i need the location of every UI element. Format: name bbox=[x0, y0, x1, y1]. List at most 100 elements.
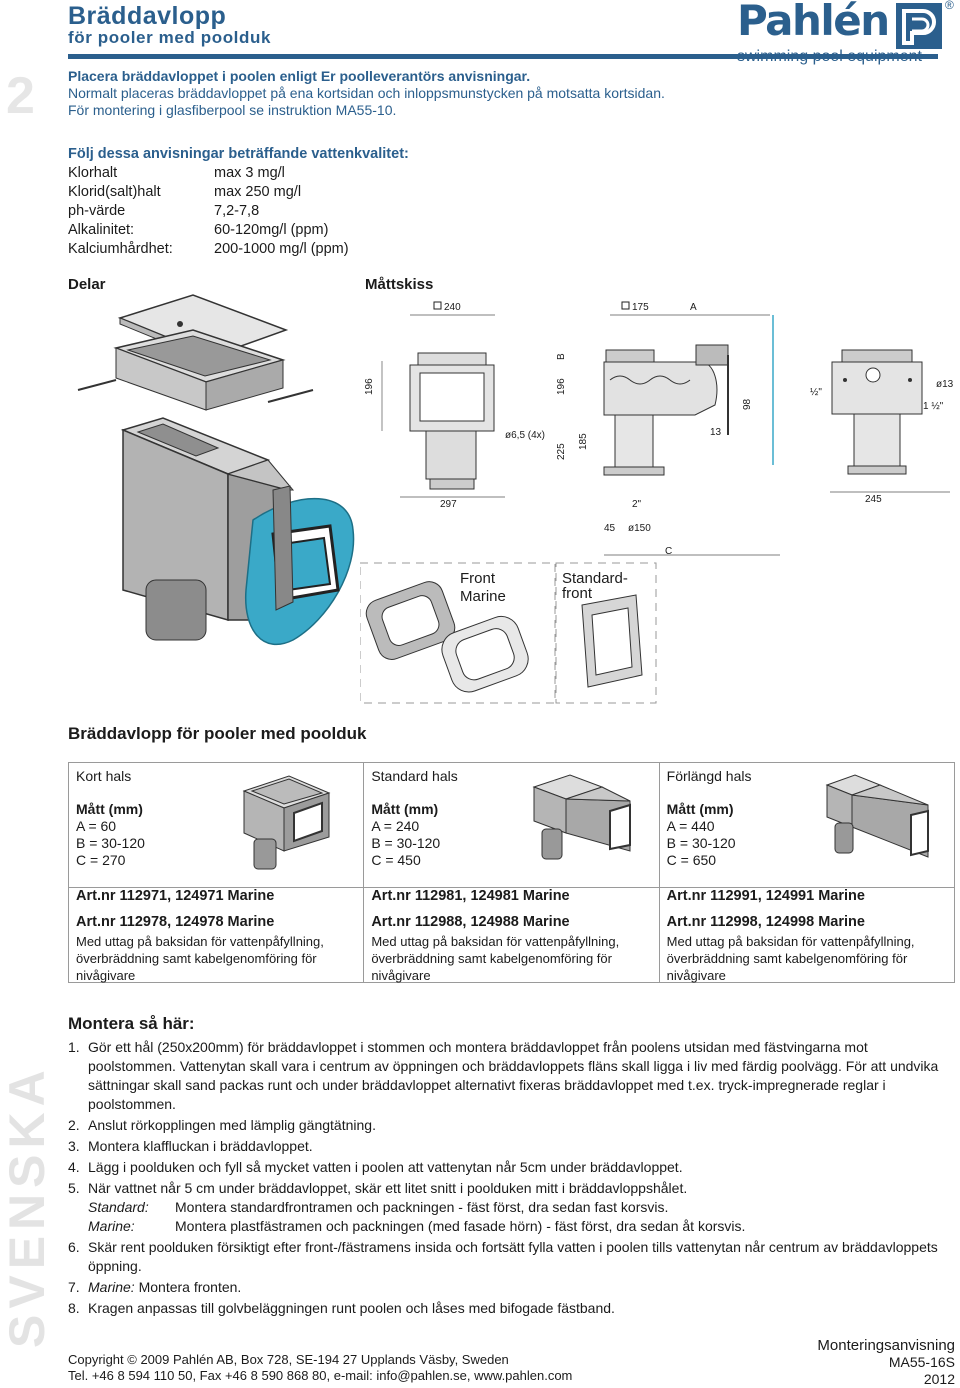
wq-value: 60-120mg/l (ppm) bbox=[214, 222, 329, 238]
product-dimensions: Mått (mm) A = 240 B = 30-120 C = 450 bbox=[371, 801, 440, 869]
product-articles: Art.nr 112981, 124981 Marine Art.nr 1129… bbox=[363, 887, 660, 983]
step-number: 4. bbox=[68, 1159, 80, 1175]
standard-front-label: front bbox=[562, 585, 593, 602]
dim-label: 13 bbox=[710, 427, 722, 438]
instruction-step: 5. När vattnet når 5 cm under bräddavlop… bbox=[68, 1179, 958, 1236]
product-image bbox=[825, 774, 929, 858]
doc-type: Monteringsanvisning bbox=[817, 1337, 955, 1354]
products-heading: Bräddavlopp för pooler med poolduk bbox=[68, 724, 367, 743]
article-description: Med uttag på baksidan för vattenpåfyllni… bbox=[76, 934, 324, 983]
article-number: Art.nr 112998, 124998 Marine bbox=[666, 914, 865, 930]
variant-label: Marine: bbox=[88, 1279, 135, 1295]
delar-heading: Delar bbox=[68, 276, 106, 293]
products-table: Kort hals Mått (mm) A = 60 B = 30-120 C … bbox=[67, 762, 956, 983]
dim-label: 98 bbox=[742, 398, 753, 410]
step-text: Anslut rörkopplingen med lämplig gängtät… bbox=[88, 1117, 376, 1133]
dimension-b: B = 30-120 bbox=[76, 835, 145, 851]
product-neck-type: Kort hals bbox=[76, 768, 132, 784]
product-dimensions: Mått (mm) A = 60 B = 30-120 C = 270 bbox=[76, 801, 145, 869]
intro-line: Placera bräddavloppet i poolen enligt Er… bbox=[68, 68, 531, 84]
article-number: Art.nr 112981, 124981 Marine bbox=[371, 888, 570, 904]
language-side-label: SVENSKA bbox=[0, 1064, 55, 1348]
step-number: 5. bbox=[68, 1180, 80, 1196]
article-number: Art.nr 112971, 124971 Marine bbox=[76, 888, 275, 904]
wq-value: max 250 mg/l bbox=[214, 184, 302, 200]
dimension-c: C = 650 bbox=[666, 852, 717, 868]
document-subtitle: för pooler med poolduk bbox=[68, 28, 272, 47]
dim-label: ø13 bbox=[936, 379, 954, 390]
product-cell: Förlängd hals Mått (mm) A = 440 B = 30-1… bbox=[658, 762, 956, 888]
product-cell: Standard hals Mått (mm) A = 240 B = 30-1… bbox=[363, 762, 660, 888]
instruction-step: 8. Kragen anpassas till golvbeläggningen … bbox=[68, 1299, 958, 1318]
instruction-step: 2.Anslut rörkopplingen med lämplig gängt… bbox=[68, 1116, 958, 1135]
step-text: Kragen anpassas till golvbeläggningen ru… bbox=[88, 1300, 615, 1316]
product-cell: Kort hals Mått (mm) A = 60 B = 30-120 C … bbox=[67, 762, 365, 888]
footer-doc-info: Monteringsanvisning MA55-16S 2012 bbox=[790, 1337, 955, 1388]
wq-row: Klorhalt max 3 mg/l bbox=[68, 164, 349, 183]
dim-label: 185 bbox=[578, 433, 589, 450]
dimension-sketch: 240 175 A 196 ø6,5 (4x) 297 B 196 225 18… bbox=[360, 301, 954, 704]
intro-line: För montering i glasfiberpool se instruk… bbox=[68, 102, 397, 118]
dimension-c: C = 270 bbox=[76, 852, 126, 868]
variant-text: Montera plastfästramen och packningen (m… bbox=[175, 1218, 746, 1234]
dim-label: 2" bbox=[632, 499, 642, 510]
step-number: 3. bbox=[68, 1138, 80, 1154]
contact-text: Tel. +46 8 594 110 50, Fax +46 8 590 868… bbox=[68, 1368, 573, 1383]
instruction-step: 3. Montera klaffluckan i bräddavloppet. bbox=[68, 1137, 958, 1156]
dim-label: 245 bbox=[865, 494, 882, 505]
dimension-c: C = 450 bbox=[371, 852, 421, 868]
step-number: 8. bbox=[68, 1300, 80, 1316]
article-number: Art.nr 112978, 124978 Marine bbox=[76, 914, 275, 930]
front-marine-label: Marine bbox=[460, 588, 506, 605]
dim-label: ø6,5 (4x) bbox=[505, 430, 545, 441]
dim-label: 196 bbox=[556, 378, 567, 395]
footer-copyright: Copyright © 2009 Pahlén AB, Box 728, SE-… bbox=[68, 1352, 572, 1384]
dimensions-label: Mått (mm) bbox=[371, 801, 439, 817]
doc-code: MA55-16S bbox=[888, 1354, 955, 1370]
front-marine-label: Front bbox=[460, 570, 496, 587]
wq-key: Klorhalt bbox=[68, 165, 118, 181]
dimension-a: A = 440 bbox=[666, 818, 715, 834]
copyright-text: Copyright © 2009 Pahlén AB, Box 728, SE-… bbox=[68, 1352, 509, 1367]
dim-label: B bbox=[556, 353, 567, 360]
instruction-step: 7.Marine: Montera fronten. bbox=[68, 1278, 958, 1297]
product-articles: Art.nr 112991, 124991 Marine Art.nr 1129… bbox=[658, 887, 956, 983]
wq-key: Alkalinitet: bbox=[68, 222, 135, 238]
product-image bbox=[532, 774, 631, 860]
article-description: Med uttag på baksidan för vattenpåfyllni… bbox=[666, 934, 915, 983]
water-quality-heading: Följ dessa anvisningar beträffande vatte… bbox=[68, 146, 409, 162]
dimension-b: B = 30-120 bbox=[371, 835, 441, 851]
dim-label: ø150 bbox=[628, 523, 651, 534]
wq-row: Kalciumhårdhet:200-1000 mg/l (ppm) bbox=[68, 240, 349, 259]
registered-mark: ® bbox=[945, 0, 954, 12]
article-number: Art.nr 112991, 124991 Marine bbox=[666, 888, 865, 904]
wq-key: ph-värde bbox=[68, 203, 126, 219]
pahlen-mark-icon bbox=[896, 3, 942, 49]
mattskiss-heading: Måttskiss bbox=[365, 276, 434, 293]
instruction-step: 4.Lägg i poolduken och fyll så mycket va… bbox=[68, 1158, 958, 1177]
wq-value: 200-1000 mg/l (ppm) bbox=[214, 241, 349, 257]
language-label: SVENSKA bbox=[0, 1064, 55, 1348]
page-number: 2 bbox=[6, 67, 35, 125]
step-number: 1. bbox=[68, 1039, 80, 1055]
wq-row: Alkalinitet: 60-120mg/l (ppm) bbox=[68, 221, 349, 240]
step-text: Montera klaffluckan i bräddavloppet. bbox=[88, 1138, 313, 1154]
dim-label: 225 bbox=[556, 443, 567, 460]
dimension-a: A = 60 bbox=[76, 818, 117, 834]
doc-year: 2012 bbox=[923, 1371, 955, 1387]
step-text: Skär rent poolduken försiktigt efter fro… bbox=[88, 1239, 938, 1274]
variant-label: Standard: bbox=[88, 1199, 149, 1215]
variant-label: Marine: bbox=[88, 1218, 135, 1234]
wq-value: max 3 mg/l bbox=[214, 165, 285, 181]
parts-exploded-illustration bbox=[77, 294, 355, 646]
dim-label: ½" bbox=[810, 387, 822, 398]
product-articles: Art.nr 112971, 124971 Marine Art.nr 1129… bbox=[67, 887, 365, 983]
product-neck-type: Standard hals bbox=[371, 768, 458, 784]
product-neck-type: Förlängd hals bbox=[666, 768, 752, 784]
header-rule bbox=[68, 54, 938, 59]
document-title: Bräddavlopp bbox=[68, 2, 227, 30]
instruction-step: 1.Gör ett hål (250x200mm) för bräddavlop… bbox=[68, 1038, 958, 1114]
